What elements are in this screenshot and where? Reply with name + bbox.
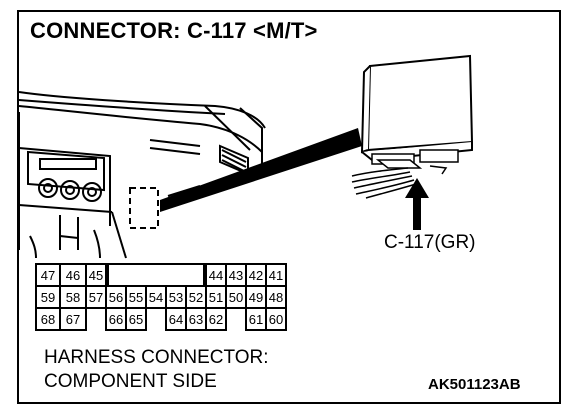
pin-number: 61	[249, 312, 263, 327]
figure-code: AK501123AB	[428, 376, 521, 393]
connector-arrow	[405, 178, 429, 230]
wire-harness	[351, 165, 448, 199]
pin-number: 53	[169, 290, 183, 305]
pin-number: 49	[249, 290, 263, 305]
hvac-knob-right	[82, 182, 102, 202]
pin-number: 66	[109, 312, 123, 327]
pin-number: 58	[66, 290, 80, 305]
pin-number: 64	[169, 312, 183, 327]
harness-caption-line1: HARNESS CONNECTOR:	[44, 347, 269, 368]
pin-number: 48	[269, 290, 283, 305]
pin-cell	[265, 307, 287, 331]
radio-panel	[27, 150, 105, 192]
pin-number: 56	[109, 290, 123, 305]
pin-number: 54	[149, 290, 163, 305]
pin-number: 60	[269, 312, 283, 327]
dashboard-top	[18, 105, 263, 153]
pin-number: 67	[66, 312, 80, 327]
ecu-connector	[371, 149, 459, 169]
pin-number: 62	[209, 312, 223, 327]
pin-number: 68	[41, 312, 55, 327]
leader-cone	[160, 128, 362, 212]
pin-number: 55	[129, 290, 143, 305]
pin-number: 47	[41, 268, 55, 283]
connector-title: CONNECTOR: C-117 <M/T>	[30, 18, 318, 43]
pin-number: 45	[89, 268, 103, 283]
pin-number: 50	[229, 290, 243, 305]
center-console	[18, 147, 111, 226]
connector-key-notch	[107, 263, 205, 286]
ecu-location-box	[129, 187, 159, 229]
radio-display	[39, 158, 97, 170]
pin-number: 44	[209, 268, 223, 283]
pin-number: 46	[66, 268, 80, 283]
pin-cell	[205, 307, 227, 331]
hvac-knob-center	[60, 180, 80, 200]
pin-number: 42	[249, 268, 263, 283]
pin-number: 57	[89, 290, 103, 305]
pin-number: 43	[229, 268, 243, 283]
pin-number: 63	[189, 312, 203, 327]
harness-caption-line2: COMPONENT SIDE	[44, 371, 217, 392]
harness-caption: HARNESS CONNECTOR: COMPONENT SIDE	[44, 346, 269, 394]
pin-number: 65	[129, 312, 143, 327]
hvac-knob-left	[38, 178, 58, 198]
pin-number: 52	[189, 290, 203, 305]
connector-code-label: C-117(GR)	[384, 232, 476, 253]
pin-number: 59	[41, 290, 55, 305]
windshield-line	[18, 91, 266, 129]
pin-cell	[59, 307, 87, 331]
pin-number: 51	[209, 290, 223, 305]
pin-cell	[125, 307, 147, 331]
pin-number: 41	[269, 268, 283, 283]
